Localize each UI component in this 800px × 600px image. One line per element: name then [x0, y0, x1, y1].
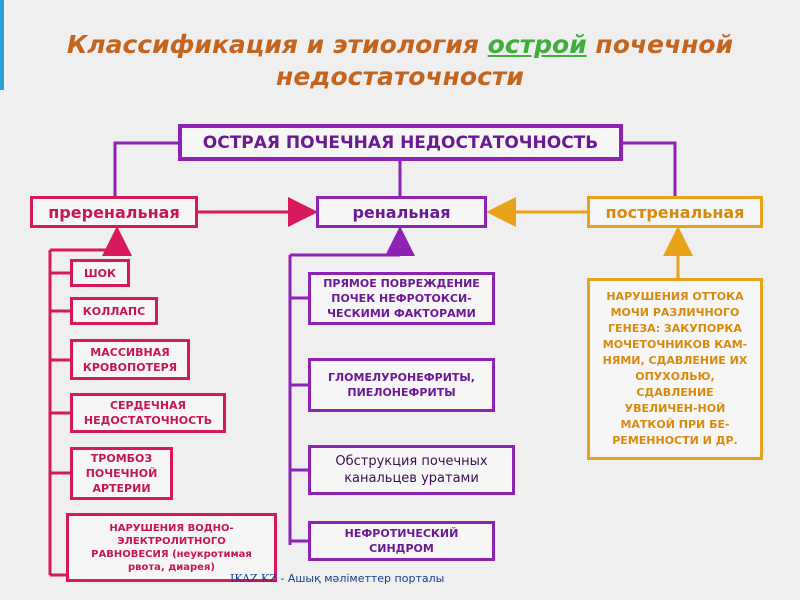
- title-part2: почечной: [586, 30, 734, 59]
- footer-text: - Ашық мәліметтер порталы: [276, 572, 445, 585]
- edge-accent: [0, 0, 4, 90]
- prerenal-cause: НАРУШЕНИЯ ВОДНО-ЭЛЕКТРОЛИТНОГО РАВНОВЕСИ…: [66, 513, 277, 582]
- diagram-title-line2: недостаточности: [276, 62, 524, 91]
- prerenal-cause: СЕРДЕЧНАЯ НЕДОСТАТОЧНОСТЬ: [70, 393, 226, 433]
- diagram-title: Классификация и этиология острой почечно…: [0, 30, 800, 60]
- renal-cause: ПРЯМОЕ ПОВРЕЖДЕНИЕ ПОЧЕК НЕФРОТОКСИ-ЧЕСК…: [308, 272, 495, 325]
- footer: IKAZ.KZ - Ашық мәліметтер порталы: [230, 572, 444, 585]
- prerenal-cause: ТРОМБОЗ ПОЧЕЧНОЙ АРТЕРИИ: [70, 447, 173, 500]
- root-node: ОСТРАЯ ПОЧЕЧНАЯ НЕДОСТАТОЧНОСТЬ: [178, 124, 623, 161]
- renal-cause: ГЛОМЕЛУРОНЕФРИТЫ, ПИЕЛОНЕФРИТЫ: [308, 358, 495, 412]
- postrenal-cause: НАРУШЕНИЯ ОТТОКА МОЧИ РАЗЛИЧНОГО ГЕНЕЗА:…: [587, 278, 763, 460]
- postrenal-node: постренальная: [587, 196, 763, 228]
- prerenal-cause: ШОК: [70, 259, 130, 287]
- title-part1: Классификация и этиология: [66, 30, 488, 59]
- footer-brand[interactable]: IKAZ.KZ: [230, 572, 277, 585]
- prerenal-cause: КОЛЛАПС: [70, 297, 158, 325]
- prerenal-cause: МАССИВНАЯ КРОВОПОТЕРЯ: [70, 339, 190, 380]
- prerenal-node: преренальная: [30, 196, 198, 228]
- renal-cause: НЕФРОТИЧЕСКИЙ СИНДРОМ: [308, 521, 495, 561]
- renal-cause: Обструкция почечных канальцев уратами: [308, 445, 515, 495]
- renal-node: ренальная: [316, 196, 487, 228]
- root-to-postrenal: [622, 141, 677, 196]
- root-to-prerenal: [113, 141, 178, 196]
- title-highlight: острой: [487, 30, 587, 59]
